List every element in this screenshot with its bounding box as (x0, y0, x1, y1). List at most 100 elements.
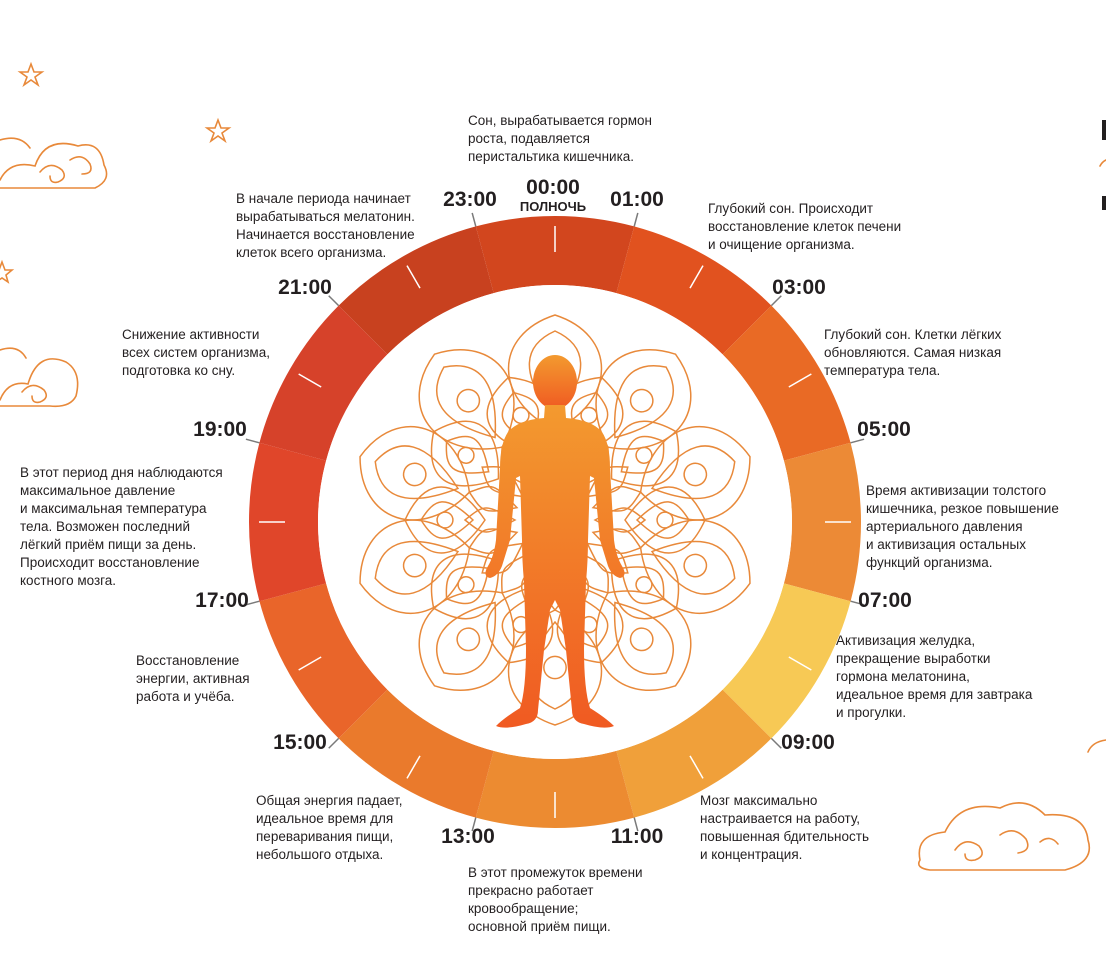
star-icon (204, 117, 232, 144)
note-line: и концентрация. (700, 847, 803, 862)
note-line: Глубокий сон. Клетки лёгких (824, 327, 1002, 342)
star-icon (0, 259, 15, 284)
note-11-00: В этот промежуток времени прекрасно рабо… (468, 864, 643, 936)
ring-segment (259, 583, 388, 739)
note-line: и максимальная температура (20, 501, 207, 516)
boundary-tick (850, 600, 865, 606)
time-label: 05:00 (857, 418, 911, 441)
note-line: Общая энергия падает, (256, 793, 403, 808)
cloud-icon (917, 802, 1090, 871)
ring-segment (616, 226, 772, 355)
ring-segment (475, 750, 635, 828)
boundary-tick (770, 295, 782, 307)
boundary-tick (770, 737, 782, 749)
time-label: 19:00 (193, 418, 247, 441)
hour-tick (788, 373, 812, 388)
time-label: 11:00 (611, 825, 664, 848)
note-line: вырабатываться мелатонин. (236, 209, 415, 224)
boundary-tick (471, 817, 477, 832)
note-line: костного мозга. (20, 573, 117, 588)
note-05-00: Время активизации толстого кишечника, ре… (866, 482, 1059, 572)
note-19-00: Снижение активности всех систем организм… (122, 326, 270, 380)
time-label: 01:00 (610, 188, 664, 211)
boundary-tick (850, 438, 865, 444)
time-labels: 23:0000:0001:0003:0005:0007:0009:0011:00… (193, 176, 912, 848)
mandala-petal (610, 420, 680, 487)
note-line: восстановление клеток печени (708, 219, 902, 234)
note-21-00: В начале периода начинает вырабатываться… (236, 190, 415, 262)
human-figure (485, 355, 625, 728)
hour-tick (689, 755, 704, 779)
ring-segment (616, 689, 772, 818)
note-line: переваривания пищи, (256, 829, 394, 844)
mandala-petal (610, 553, 680, 620)
ring-segment (475, 215, 635, 294)
note-line: лёгкий приём пищи за день. (20, 537, 197, 552)
note-line: энергии, активная (136, 671, 250, 686)
mandala-petal (595, 590, 692, 691)
note-line: максимальное давление (20, 483, 176, 498)
note-line: работа и учёба. (136, 689, 235, 704)
note-line: прекрасно работает (468, 883, 594, 898)
note-07-00: Активизация желудка, прекращение выработ… (836, 632, 1032, 722)
boundary-tick (245, 600, 260, 606)
star-icon (17, 61, 45, 88)
time-label: 23:00 (443, 188, 497, 211)
note-line: В этот период дня наблюдаются (20, 465, 223, 480)
time-label: 17:00 (195, 589, 249, 612)
page-edge-mark (1102, 120, 1106, 140)
ring-segment (722, 305, 851, 461)
hour-tick (298, 373, 322, 388)
note-line: артериального давления (866, 519, 1023, 534)
time-label: 15:00 (273, 731, 327, 754)
mandala-petal (430, 420, 500, 487)
cloud-icon (1087, 159, 1106, 753)
note-line: идеальное время для (256, 811, 394, 826)
time-label: 13:00 (441, 825, 495, 848)
hour-tick (406, 265, 421, 289)
ring-segment (249, 442, 327, 602)
mandala-petal (359, 425, 471, 521)
note-line: Мозг максимально (700, 793, 818, 808)
note-line: обновляются. Самая низкая (824, 345, 1002, 360)
ring-segment (338, 689, 494, 818)
note-line: Восстановление (136, 653, 240, 668)
note-line: тела. Возможен последний (20, 519, 190, 534)
time-label: 09:00 (781, 731, 835, 754)
cloud-icon (0, 137, 108, 189)
time-label: 21:00 (278, 276, 332, 299)
note-line: Время активизации толстого (866, 483, 1047, 498)
note-line: подготовка ко сну. (122, 363, 236, 378)
boundary-tick (471, 212, 477, 227)
note-15-00: Восстановление энергии, активная работа … (136, 652, 250, 706)
mandala-petal (418, 590, 515, 691)
cloud-icon (0, 347, 79, 408)
note-09-00: Мозг максимально настраивается на работу… (700, 792, 869, 864)
time-label: 03:00 (772, 276, 826, 299)
hour-tick (689, 265, 704, 289)
note-line: В начале периода начинает (236, 191, 411, 206)
mandala-petal (639, 425, 751, 521)
mandala-petal (404, 486, 486, 554)
note-line: небольшого отдыха. (256, 847, 384, 862)
ring-segment (338, 226, 494, 355)
note-01-00: Глубокий сон. Происходит восстановление … (708, 200, 901, 254)
boundary-tick (633, 817, 639, 832)
note-line: и активизация остальных (866, 537, 1026, 552)
note-line: Сон, вырабатывается гормон (468, 113, 652, 128)
note-line: всех систем организма, (122, 345, 270, 360)
note-line: повышенная бдительность (700, 829, 869, 844)
note-line: настраивается на работу, (700, 811, 861, 826)
note-17-00: В этот период дня наблюдаются максимальн… (20, 464, 223, 590)
hour-tick (406, 755, 421, 779)
note-line: и очищение организма. (708, 237, 855, 252)
page-edge-mark (1102, 196, 1106, 210)
note-00-00: Сон, вырабатывается гормон роста, подавл… (468, 112, 652, 166)
ring-segment (722, 583, 851, 739)
midnight-label: ПОЛНОЧЬ (520, 199, 586, 214)
note-line: Начинается восстановление (236, 227, 415, 242)
note-line: роста, подавляется (468, 131, 590, 146)
note-line: и прогулки. (836, 705, 907, 720)
note-line: перистальтика кишечника. (468, 149, 635, 164)
